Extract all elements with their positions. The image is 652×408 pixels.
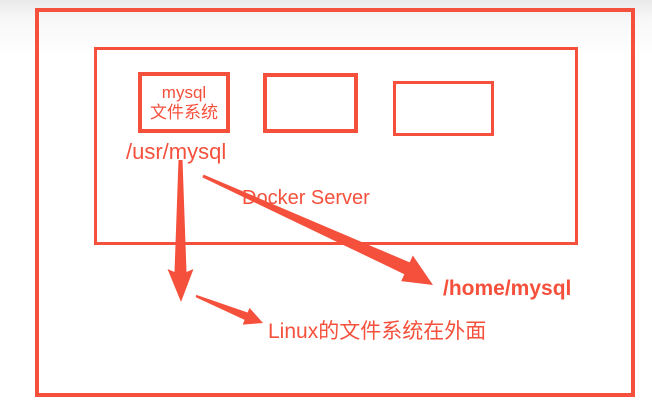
- linux-filesystem-note-label: Linux的文件系统在外面: [268, 320, 487, 343]
- empty-container-box-2: [393, 81, 494, 136]
- mysql-box-line2: 文件系统: [150, 102, 218, 122]
- host-boundary-box: [35, 8, 635, 397]
- usr-mysql-path-label: /usr/mysql: [126, 139, 227, 164]
- mysql-box-line1: mysql: [161, 82, 207, 102]
- docker-server-label: Docker Server: [242, 187, 370, 209]
- empty-container-box-1: [263, 73, 358, 133]
- home-mysql-path-label: /home/mysql: [443, 277, 572, 300]
- mysql-filesystem-box: mysql 文件系统: [138, 72, 230, 133]
